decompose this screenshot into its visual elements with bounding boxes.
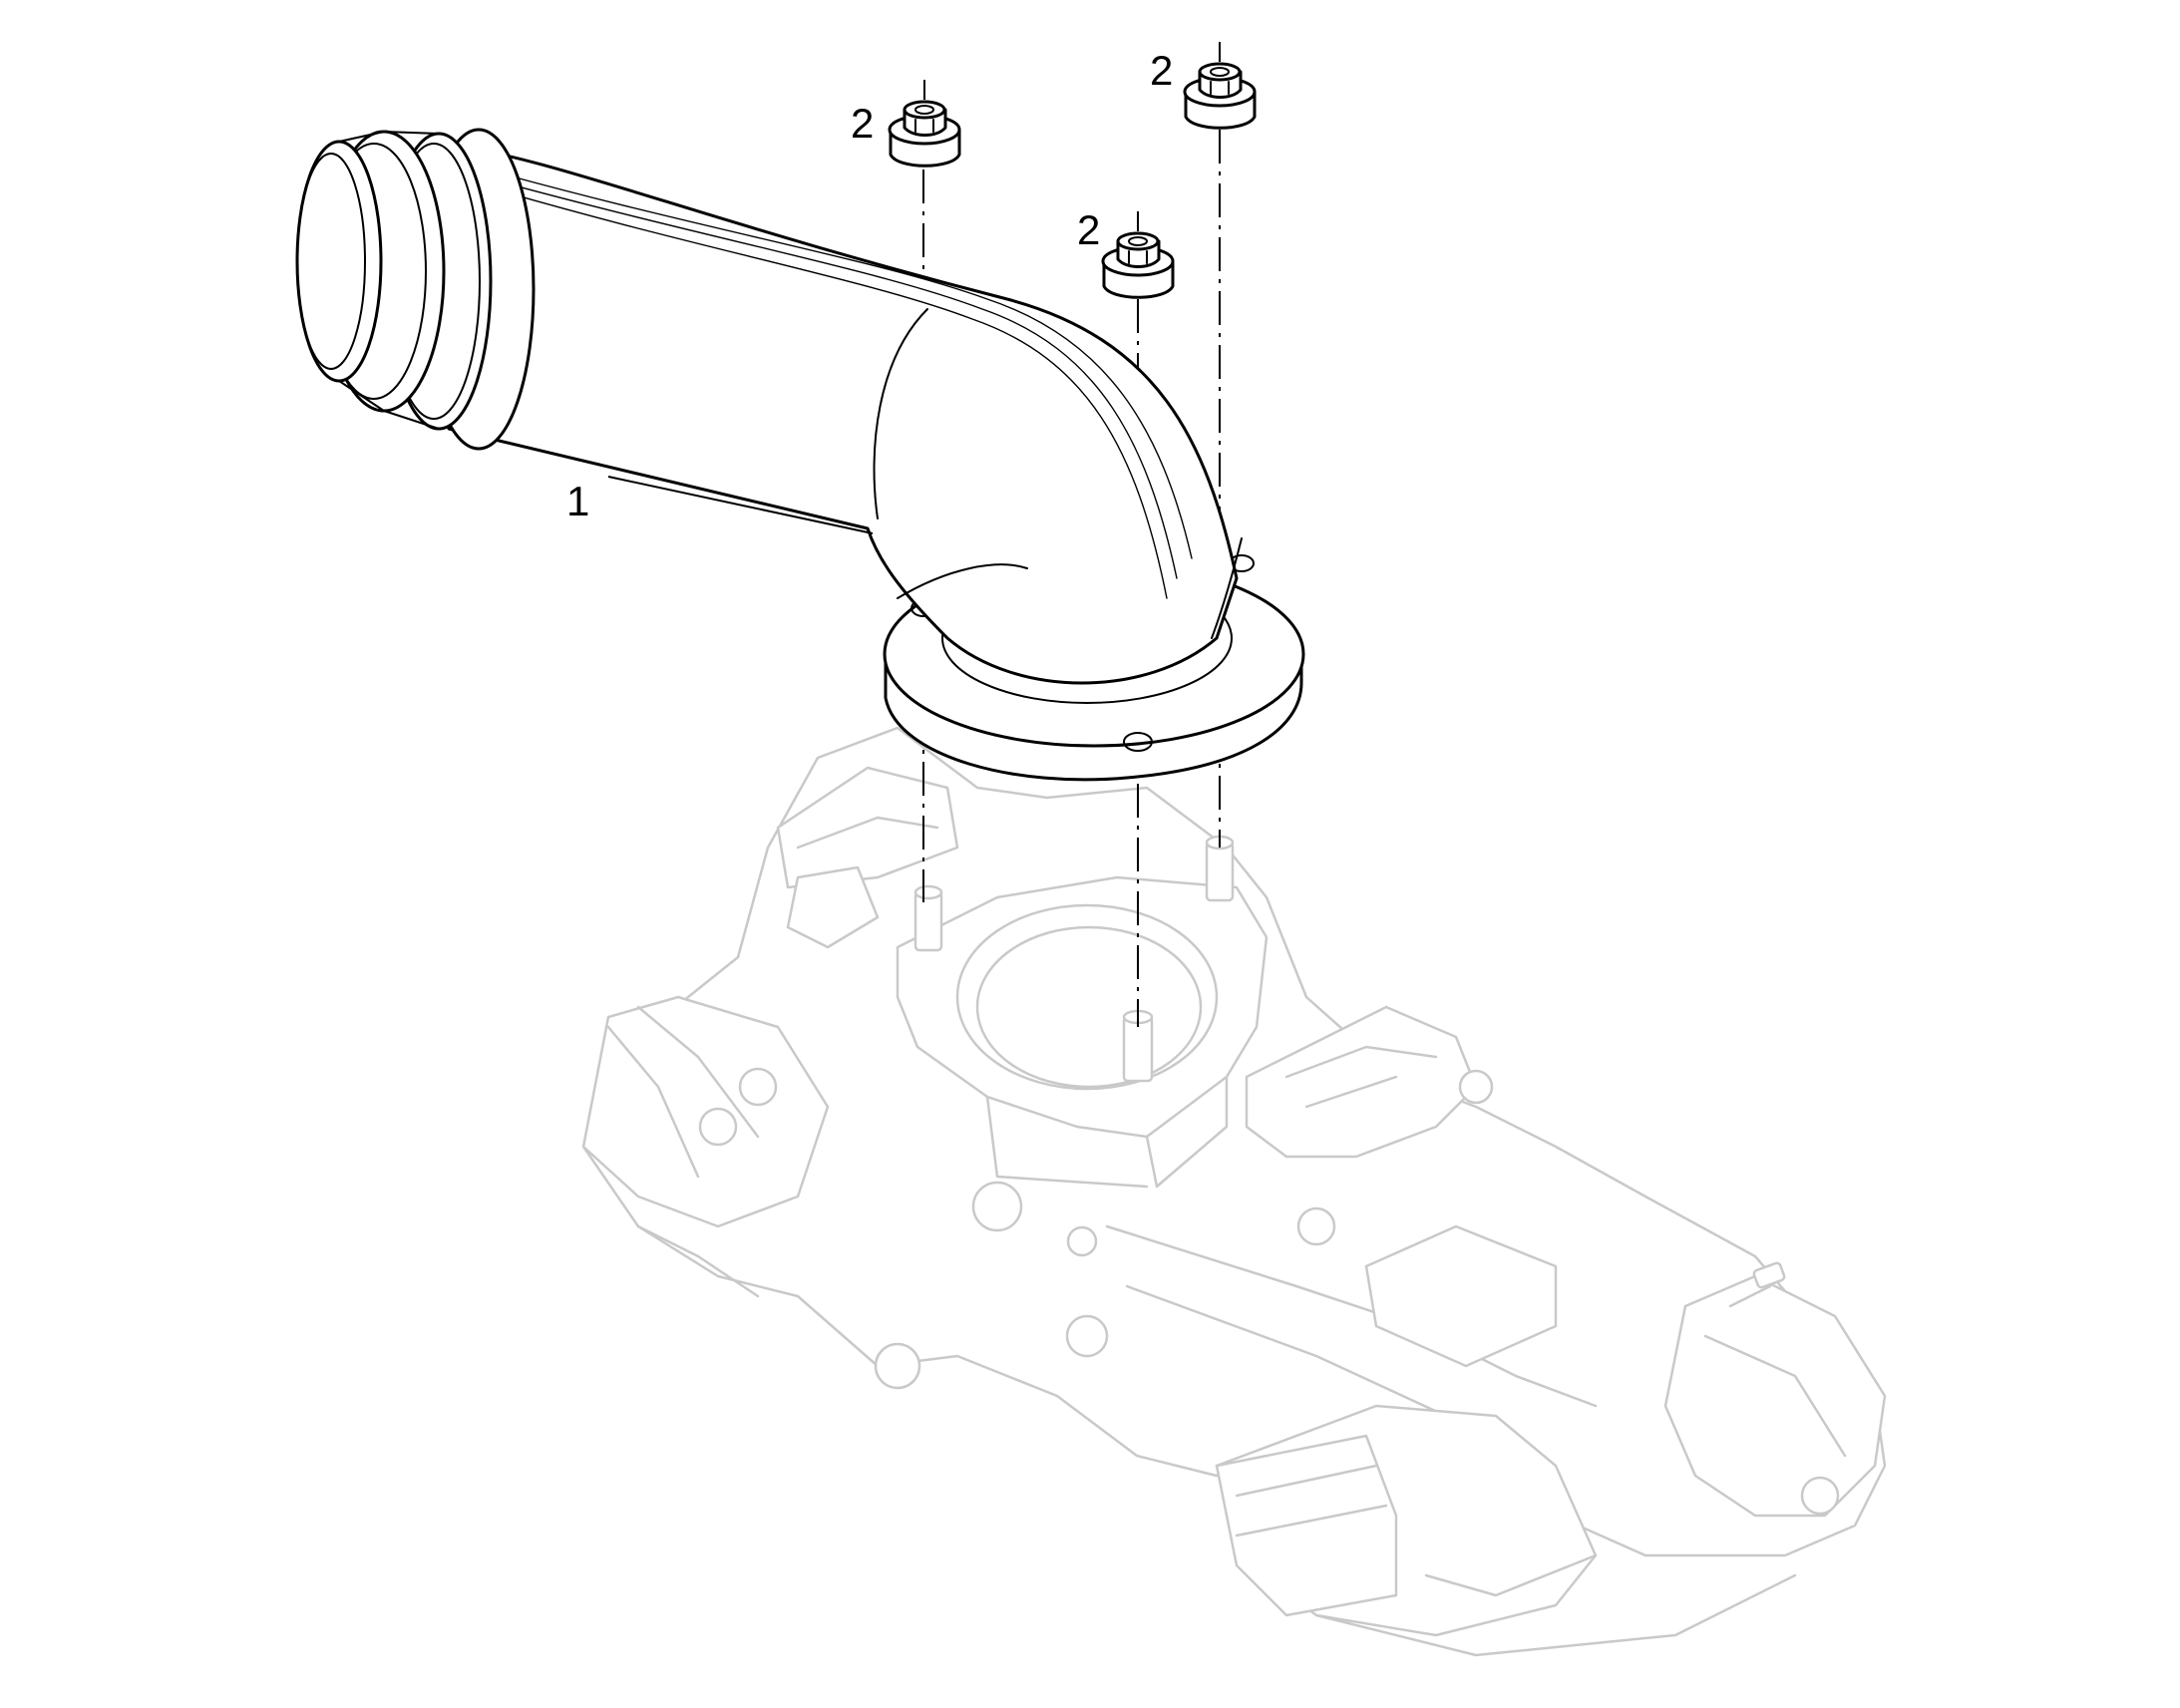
callout-2-label-right: 2	[1150, 47, 1174, 94]
callout-2-label-left: 2	[851, 100, 875, 147]
flange-nut-left	[888, 100, 961, 168]
flange-nut-right	[1183, 62, 1257, 130]
flange-nut-center	[1101, 231, 1175, 299]
callout-1-label: 1	[566, 478, 590, 524]
intake-elbow-tube	[295, 128, 1305, 782]
callout-1-leader	[607, 476, 874, 534]
manifold-assembly-ghost	[581, 726, 1887, 1657]
callout-2-label-center: 2	[1077, 206, 1101, 253]
